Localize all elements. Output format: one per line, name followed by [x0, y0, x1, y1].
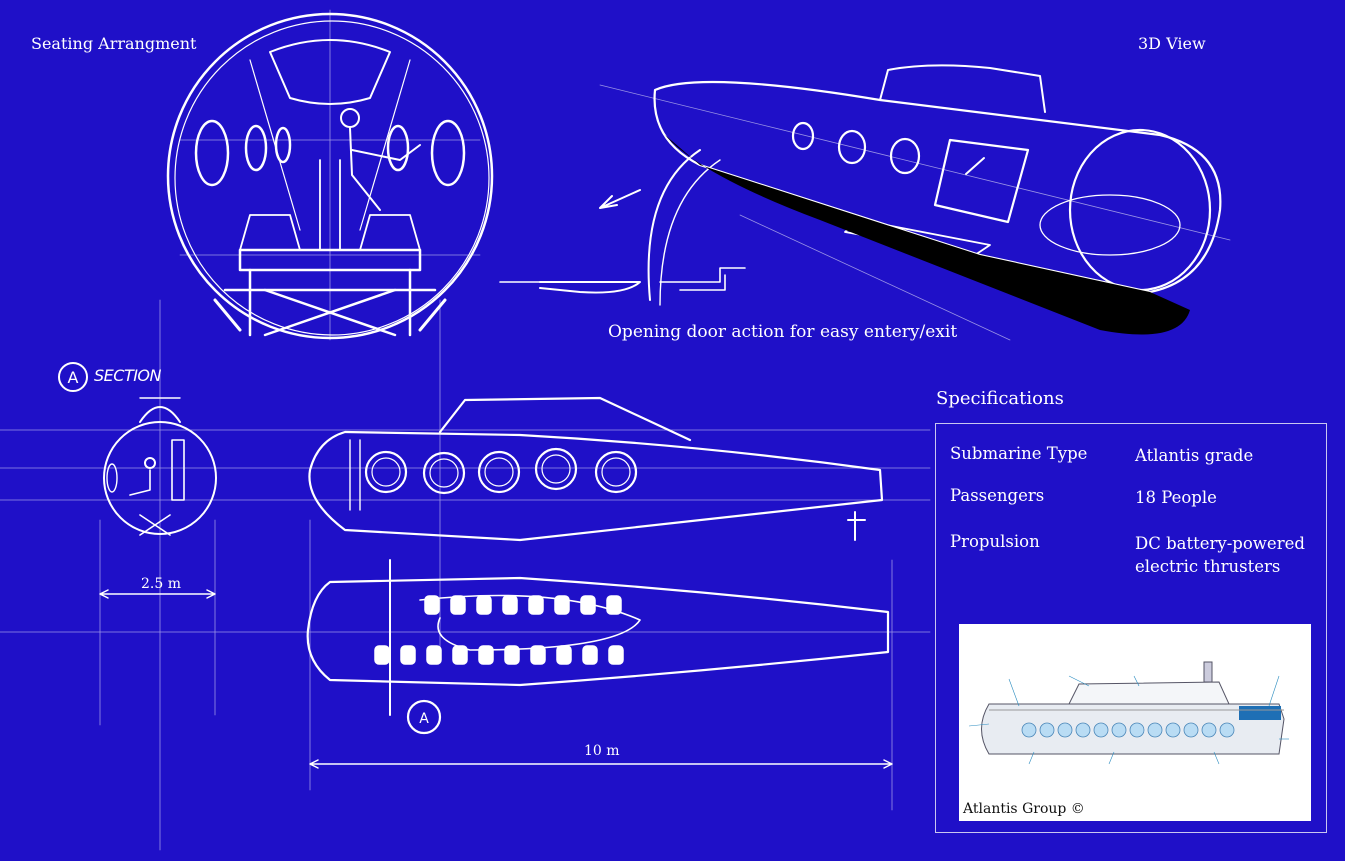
specifications-title: Specifications — [936, 388, 1064, 409]
section-a-drawing — [58, 362, 217, 536]
3d-view-title: 3D View — [1138, 34, 1206, 53]
door-caption: Opening door action for easy entery/exit — [608, 322, 958, 342]
submarine-side-drawing — [308, 396, 884, 542]
length-dimension: 10 m — [584, 743, 620, 759]
dimension-lines — [99, 589, 893, 769]
submarine-3d-drawing — [499, 64, 1222, 306]
section-marker-text: A — [68, 368, 79, 387]
seating-arrangement-drawing — [166, 12, 494, 340]
spec-value: DC battery-powered electric thrusters — [1135, 534, 1305, 576]
spec-value: 18 People — [1135, 488, 1217, 507]
atlantis-diagram-illustration — [968, 661, 1289, 765]
width-dimension: 2.5 m — [141, 576, 181, 592]
submarine-shadow — [665, 135, 1190, 335]
section-marker-text-bottom: A — [419, 711, 429, 727]
atlantis-submarine-image: Atlantis Group © — [959, 624, 1311, 821]
submarine-top-drawing — [306, 559, 890, 735]
specifications-box: Submarine Type Atlantis grade Passengers… — [935, 423, 1327, 833]
section-label: SECTION — [94, 366, 162, 385]
spec-key: Passengers — [950, 486, 1045, 505]
photo-caption: Atlantis Group © — [963, 801, 1085, 817]
spec-key: Propulsion — [950, 532, 1040, 551]
seating-arrangement-title: Seating Arrangment — [31, 34, 197, 53]
seats-top-view — [374, 595, 624, 665]
spec-key: Submarine Type — [950, 444, 1088, 463]
construction-lines — [0, 9, 1231, 851]
spec-value: Atlantis grade — [1135, 446, 1254, 465]
